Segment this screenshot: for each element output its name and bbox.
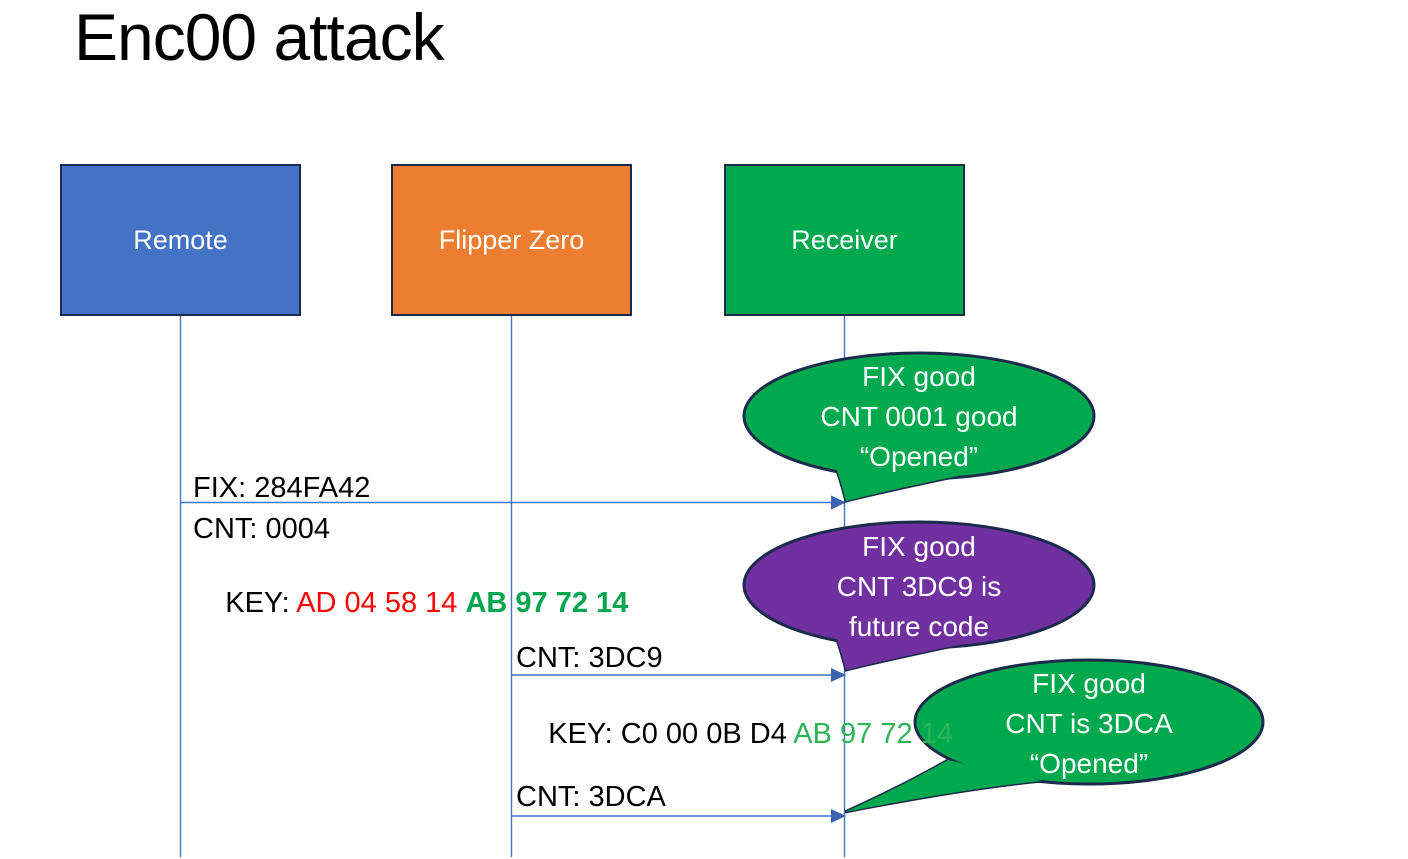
actor-box-flipper-zero: Flipper Zero — [391, 164, 632, 316]
actor-label-receiver: Receiver — [791, 224, 898, 255]
message3-key-green-bytes: AB 97 72 14 — [787, 857, 947, 859]
message3-key-prefix: KEY: C0 02 8A 33 — [548, 857, 787, 859]
message2-key-green-bytes: AB 97 72 14 — [793, 717, 953, 750]
message2-key-label: KEY: C0 00 0B D4 AB 97 72 14 — [516, 682, 953, 786]
message2-key-prefix: KEY: C0 00 0B D4 — [548, 717, 794, 750]
callout3-text: FIX good CNT is 3DCA “Opened” — [1005, 668, 1173, 779]
actor-label-flipper-zero: Flipper Zero — [438, 224, 585, 255]
callout3-bubble — [844, 658, 1265, 814]
message1-arrow — [180, 495, 846, 510]
message1-cnt-label: CNT: 0004 — [193, 513, 331, 545]
message2-arrowhead-icon — [831, 668, 846, 682]
message1-arrowhead-icon — [831, 495, 846, 510]
message3-key-label: KEY: C0 02 8A 33 AB 97 72 14 — [516, 821, 947, 859]
message3-arrowhead-icon — [831, 809, 846, 823]
message3-arrow — [511, 809, 846, 823]
message3-cnt-label: CNT: 3DCA — [516, 781, 666, 813]
callout2-bubble — [742, 520, 1096, 672]
callout1-bubble — [742, 351, 1096, 503]
message1-key-prefix: KEY: — [225, 586, 297, 619]
message2-cnt-label: CNT: 3DC9 — [516, 642, 663, 674]
message2-arrow — [511, 668, 846, 682]
callout1-text: FIX good CNT 0001 good “Opened” — [820, 361, 1018, 472]
callout2-text: FIX good CNT 3DC9 is future code — [836, 531, 1002, 642]
message1-fix-label: FIX: 284FA42 — [193, 472, 371, 504]
actor-box-remote: Remote — [60, 164, 301, 316]
actor-box-receiver: Receiver — [724, 164, 965, 316]
page-title: Enc00 attack — [74, 0, 445, 74]
message1-key-red-bytes: AD 04 58 14 — [296, 586, 466, 619]
actor-label-remote: Remote — [133, 224, 228, 255]
message1-key-label: KEY: AD 04 58 14 AB 97 72 14 — [193, 551, 628, 655]
message1-key-green-bytes: AB 97 72 14 — [465, 586, 629, 619]
